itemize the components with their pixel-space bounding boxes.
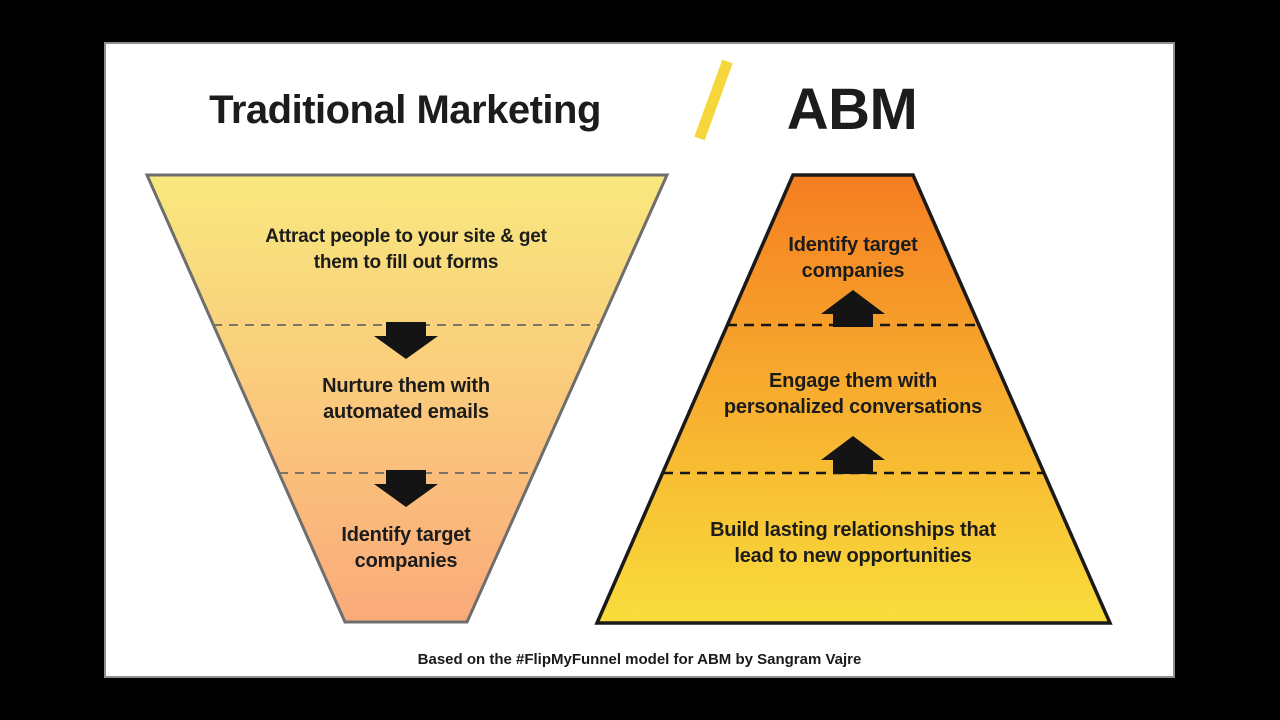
attribution-caption: Based on the #FlipMyFunnel model for ABM…	[417, 651, 862, 668]
funnel-stage-label-attract: Attract people to your site & get them t…	[265, 226, 547, 273]
pyramid-stage-label-build: Build lasting relationships that lead to…	[710, 519, 996, 567]
up-arrow-icon	[821, 290, 885, 327]
right-title: ABM	[786, 77, 918, 142]
up-arrow-icon	[821, 436, 885, 474]
pyramid-outline	[594, 173, 1113, 625]
funnel-stage-label-nurture: Nurture them with automated emails	[322, 375, 490, 423]
down-arrow-icon	[374, 470, 438, 507]
pyramid-stage-label-engage: Engage them with personalized conversati…	[723, 370, 983, 418]
left-title: Traditional Marketing	[209, 88, 601, 132]
down-arrow-icon	[374, 322, 438, 359]
abm-pyramid-shape	[594, 173, 1113, 625]
pyramid-stage-label-identify: Identify target companies	[788, 234, 918, 282]
traditional-funnel-shape	[144, 173, 670, 624]
funnel-stage-label-identify: Identify target companies	[341, 524, 471, 572]
